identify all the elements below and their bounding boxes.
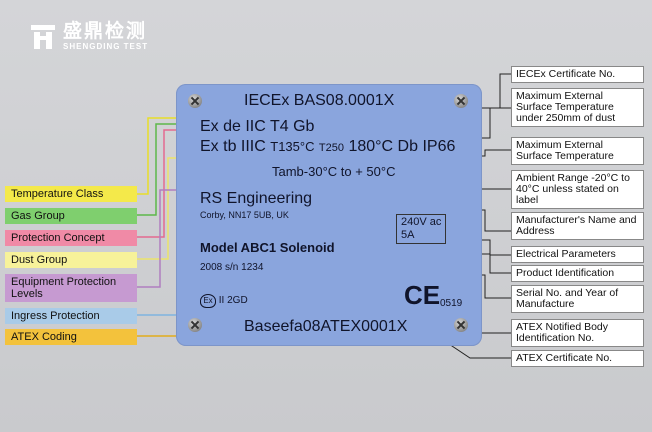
- equipment-nameplate: IECEx BAS08.0001X Ex de IIC T4 Gb Ex tb …: [176, 84, 482, 346]
- label-ambient-range: Ambient Range -20°C to 40°C unless state…: [511, 170, 644, 209]
- label-max-external-temp: Maximum External Surface Temperature: [511, 137, 644, 165]
- electrical-parameters-box: 240V ac 5A: [396, 214, 447, 244]
- atex-certificate-number: Baseefa08ATEX0001X: [244, 318, 408, 335]
- label-temperature-class: Temperature Class: [5, 186, 137, 202]
- notified-body-number: 0519: [440, 298, 463, 309]
- screw-icon: [188, 318, 202, 332]
- label-max-temp-under-dust: Maximum External Surface Temperature und…: [511, 88, 644, 127]
- label-iecex-certificate-no: IECEx Certificate No.: [511, 66, 644, 83]
- serial-number: 2008 s/n 1234: [200, 262, 264, 273]
- label-electrical-parameters: Electrical Parameters: [511, 246, 644, 263]
- screw-icon: [454, 318, 468, 332]
- logo-chinese-text: 盛鼎检测: [63, 21, 148, 42]
- iecex-certificate-number: IECEx BAS08.0001X: [244, 92, 395, 109]
- label-gas-group: Gas Group: [5, 208, 137, 224]
- dust-marking-prefix: Ex tb IIIC: [200, 138, 266, 155]
- label-atex-notified-body: ATEX Notified Body Identification No.: [511, 319, 644, 347]
- logo-english-text: SHENGDING TEST: [63, 42, 149, 51]
- label-atex-certificate-no: ATEX Certificate No.: [511, 350, 644, 367]
- label-atex-coding: ATEX Coding: [5, 329, 137, 345]
- label-dust-group: Dust Group: [5, 252, 137, 268]
- screw-icon: [454, 94, 468, 108]
- dust-temp-surface: T135°C: [270, 139, 315, 154]
- manufacturer-name: RS Engineering: [200, 190, 313, 207]
- current: 5A: [401, 229, 415, 241]
- shengding-logo-icon: [31, 25, 55, 49]
- screw-icon: [188, 94, 202, 108]
- label-equipment-protection-levels: Equipment Protection Levels: [5, 274, 137, 302]
- label-serial-and-year: Serial No. and Year of Manufacture: [511, 285, 644, 313]
- label-product-identification: Product Identification: [511, 265, 644, 282]
- brand-logo: 盛鼎检测 SHENGDING TEST: [28, 22, 148, 52]
- dust-temp-layer-label: T250: [318, 142, 344, 154]
- label-protection-concept: Protection Concept: [5, 230, 137, 246]
- label-ingress-protection: Ingress Protection: [5, 308, 137, 324]
- atex-group: II 2GD: [218, 295, 248, 306]
- manufacturer-address: Corby, NN17 5UB, UK: [200, 210, 289, 220]
- gas-marking: Ex de IIC T4 Gb: [200, 118, 315, 135]
- ex-hexagon-icon: Ex: [200, 294, 216, 308]
- ce-mark: CE: [404, 280, 441, 310]
- label-manufacturer: Manufacturer's Name and Address: [511, 212, 644, 240]
- dust-marking: Ex tb IIIC T135°C T250 180°C Db IP66: [200, 138, 455, 156]
- dust-temp-layer-value: 180°C Db IP66: [348, 138, 456, 155]
- ambient-range: Tamb-30°C to + 50°C: [272, 164, 396, 179]
- voltage: 240V ac: [401, 216, 442, 228]
- atex-coding: Ex II 2GD: [200, 294, 248, 308]
- model-identification: Model ABC1 Solenoid: [200, 240, 335, 255]
